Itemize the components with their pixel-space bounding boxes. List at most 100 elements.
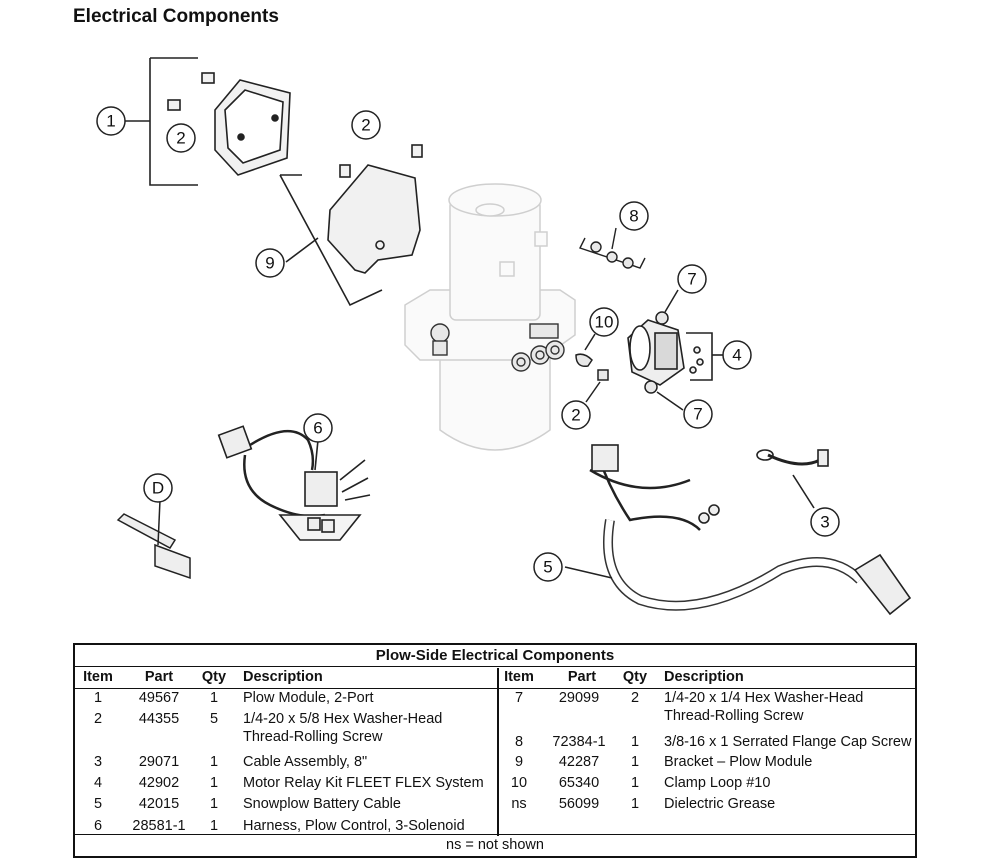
- row-qty: 1: [630, 734, 640, 750]
- row-part: 65340: [558, 775, 600, 791]
- row-part: 42287: [558, 754, 600, 770]
- callout-label: 2: [361, 116, 370, 135]
- row-part: 49567: [138, 690, 180, 706]
- cable-assembly: [756, 449, 829, 509]
- callout-label: 4: [732, 346, 741, 365]
- callout-label: 6: [313, 419, 322, 438]
- row-description-line2: Thread-Rolling Screw: [664, 708, 804, 724]
- callout-label: 9: [265, 254, 274, 273]
- row-part: 29099: [558, 690, 600, 706]
- parts-table: Plow-Side Electrical Components Item Par…: [73, 643, 917, 858]
- row-qty: 1: [630, 775, 640, 791]
- callout-1: [96, 106, 126, 136]
- row-description: Dielectric Grease: [664, 796, 776, 812]
- row-item: 7: [514, 690, 524, 706]
- row-description: 1/4-20 x 1/4 Hex Washer-Head: [664, 690, 864, 706]
- callout-5: [533, 552, 563, 582]
- callout-6: [303, 413, 333, 443]
- callout-7b: [683, 399, 713, 429]
- row-description: Plow Module, 2-Port: [243, 690, 374, 706]
- small-hardware: [575, 289, 684, 411]
- plow-module-bracket: [279, 144, 423, 307]
- battery-cable: [564, 444, 912, 616]
- plow-module: [125, 57, 291, 186]
- callout-label: 7: [693, 405, 702, 424]
- table-header-right: Item Part Qty Description: [498, 668, 917, 689]
- callout-2c: [561, 400, 591, 430]
- row-item: 1: [93, 690, 103, 706]
- row-item: 6: [93, 818, 103, 834]
- callout-2b: [351, 110, 381, 140]
- callout-label: 7: [687, 270, 696, 289]
- header-qty: Qty: [622, 669, 648, 685]
- callout-8: [619, 201, 649, 231]
- row-item: 9: [514, 754, 524, 770]
- row-part: 29071: [138, 754, 180, 770]
- row-qty: 1: [209, 754, 219, 770]
- callout-9: [255, 248, 285, 278]
- row-qty: 1: [209, 818, 219, 834]
- row-part: 42015: [138, 796, 180, 812]
- callout-label: 1: [106, 112, 115, 131]
- row-part: 56099: [558, 796, 600, 812]
- row-description-line2: Thread-Rolling Screw: [243, 729, 383, 745]
- callout-3: [810, 507, 840, 537]
- header-part: Part: [144, 669, 174, 685]
- header-part: Part: [567, 669, 597, 685]
- row-qty: 1: [630, 754, 640, 770]
- row-qty: 2: [630, 690, 640, 706]
- valve-fittings: [430, 323, 565, 372]
- row-item: 2: [93, 711, 103, 727]
- row-qty: 1: [630, 796, 640, 812]
- table-header-left: Item Part Qty Description: [75, 668, 497, 689]
- callout-label: 10: [595, 313, 614, 332]
- row-description: Clamp Loop #10: [664, 775, 771, 791]
- header-item: Item: [504, 669, 534, 685]
- callout-label: 8: [629, 207, 638, 226]
- header-description: Description: [664, 669, 744, 685]
- header-item: Item: [83, 669, 113, 685]
- page-title: Electrical Components: [73, 6, 279, 27]
- header-qty: Qty: [201, 669, 227, 685]
- callout-2a: [166, 123, 196, 153]
- row-part: 44355: [138, 711, 180, 727]
- table-title: Plow-Side Electrical Components: [75, 645, 915, 667]
- callout-10: [589, 307, 619, 337]
- callout-label: 2: [571, 406, 580, 425]
- flange-cap-screws: [579, 227, 646, 269]
- row-description: Cable Assembly, 8": [243, 754, 368, 770]
- row-qty: 1: [209, 690, 219, 706]
- table-footer-note: ns = not shown: [75, 834, 915, 856]
- row-description: Snowplow Battery Cable: [243, 796, 401, 812]
- control-harness: [217, 425, 371, 541]
- callout-label: 3: [820, 513, 829, 532]
- callout-4: [722, 340, 752, 370]
- row-qty: 5: [209, 711, 219, 727]
- callout-label: 2: [176, 129, 185, 148]
- row-description: Harness, Plow Control, 3-Solenoid: [243, 818, 465, 834]
- callout-D: [143, 473, 173, 503]
- row-part: 42902: [138, 775, 180, 791]
- motor-relay: [627, 319, 724, 386]
- callout-circles: [96, 106, 840, 582]
- row-item: 4: [93, 775, 103, 791]
- row-item: 3: [93, 754, 103, 770]
- row-item: 5: [93, 796, 103, 812]
- row-part: 72384-1: [552, 734, 606, 750]
- row-part: 28581-1: [132, 818, 186, 834]
- callout-7a: [677, 264, 707, 294]
- column-divider: [497, 668, 499, 836]
- row-description: Bracket – Plow Module: [664, 754, 813, 770]
- row-item: ns: [511, 796, 527, 812]
- row-description: Motor Relay Kit FLEET FLEX System: [243, 775, 484, 791]
- hydraulic-pump-outline: [404, 183, 576, 451]
- dielectric-grease-packet: [116, 499, 191, 580]
- exploded-parts-diagram: 1 2 2 9 8 7 10 4 2 7 6 D 3 5: [96, 57, 912, 616]
- row-description: 3/8-16 x 1 Serrated Flange Cap Screw: [664, 734, 912, 750]
- callout-label: 5: [543, 558, 552, 577]
- row-item: 10: [510, 775, 528, 791]
- callout-label: D: [152, 479, 164, 498]
- row-item: 8: [514, 734, 524, 750]
- row-qty: 1: [209, 796, 219, 812]
- header-description: Description: [243, 669, 323, 685]
